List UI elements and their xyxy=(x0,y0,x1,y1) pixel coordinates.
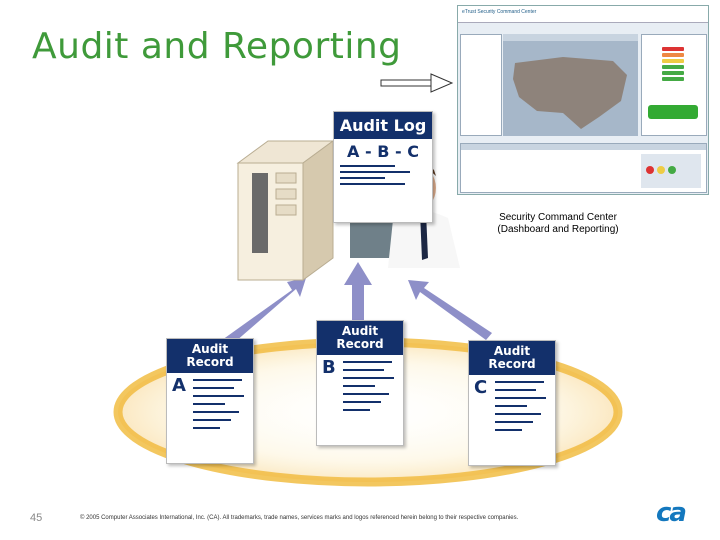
server-tower-icon xyxy=(228,133,338,283)
audit-record-a-letter: A xyxy=(172,375,186,396)
dashboard-header: eTrust Security Command Center xyxy=(458,6,708,23)
audit-record-b-title: Audit Record xyxy=(317,321,403,355)
audit-log-letters: A - B - C xyxy=(334,142,432,161)
dashboard-left-pane xyxy=(460,34,502,136)
audit-record-c-letter: C xyxy=(474,377,487,398)
usa-map-icon xyxy=(503,41,638,136)
audit-record-b-letter: B xyxy=(322,357,336,378)
pointer-arrow-head xyxy=(431,74,452,92)
audit-record-a-lines xyxy=(193,379,247,435)
ca-logo: ca xyxy=(656,498,685,528)
audit-record-b: Audit Record B xyxy=(316,320,404,446)
dashboard-map-bar xyxy=(503,34,638,41)
pointer-arrow-body xyxy=(381,80,431,86)
dashboard-status-pane xyxy=(641,34,707,136)
screenshot-caption: Security Command Center (Dashboard and R… xyxy=(488,212,628,236)
audit-record-a: Audit Record A xyxy=(166,338,254,464)
page-number: 45 xyxy=(30,512,42,524)
arrow-right xyxy=(408,280,492,340)
copyright-footer: © 2005 Computer Associates International… xyxy=(80,515,518,521)
dashboard-bottom-pane xyxy=(460,143,707,193)
audit-record-c: Audit Record C xyxy=(468,340,556,466)
dashboard-map xyxy=(503,41,638,136)
slide-title: Audit and Reporting xyxy=(32,26,402,67)
dashboard-screenshot: eTrust Security Command Center xyxy=(457,5,709,195)
audit-record-c-title: Audit Record xyxy=(469,341,555,375)
arrow-center xyxy=(344,262,372,320)
audit-log-title: Audit Log xyxy=(334,112,432,139)
audit-log-document: Audit Log A - B - C xyxy=(333,111,433,223)
audit-record-c-lines xyxy=(495,381,549,437)
audit-record-b-lines xyxy=(343,361,397,417)
audit-record-a-title: Audit Record xyxy=(167,339,253,373)
